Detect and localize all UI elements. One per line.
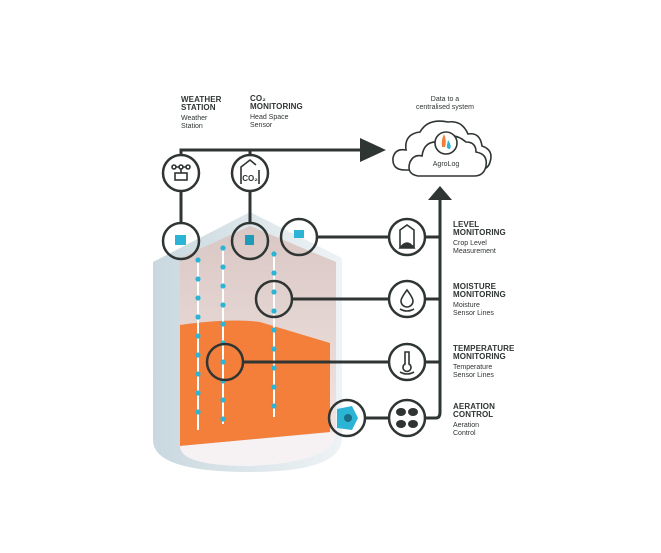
sensor-node <box>195 295 201 301</box>
sensor-node <box>220 302 226 308</box>
sensor-node <box>271 327 277 333</box>
weather-sensor-icon <box>175 235 186 245</box>
sensor-node <box>271 251 277 257</box>
sensor-node <box>195 390 201 396</box>
sensor-node <box>271 270 277 276</box>
sensor-node <box>220 264 226 270</box>
grain-fill <box>180 320 330 446</box>
sensor-node <box>195 257 201 263</box>
co2-sensor-icon <box>245 235 254 245</box>
moisture-monitoring-icon <box>387 279 427 319</box>
aeration-fan-icon <box>387 398 427 438</box>
agrolog-logo <box>441 134 446 147</box>
agrolog-logo-text: AgroLog <box>433 161 460 168</box>
level-sensor-icon <box>294 230 304 238</box>
connection-lines <box>179 148 442 420</box>
sensor-node <box>220 245 226 251</box>
sensor-node <box>195 333 201 339</box>
sensor-node <box>271 289 277 295</box>
silo-cutaway <box>153 212 342 472</box>
sensor-node <box>220 359 226 365</box>
sensor-node <box>220 321 226 327</box>
sensor-node <box>271 365 277 371</box>
sensor-node <box>195 314 201 320</box>
sensor-node <box>220 416 226 422</box>
sensor-node <box>220 283 226 289</box>
sensor-node <box>195 409 201 415</box>
arrow-right-icon <box>360 138 386 162</box>
sensor-node <box>195 276 201 282</box>
sensor-lines <box>195 245 277 430</box>
sensor-node <box>271 346 277 352</box>
temperature-monitoring-icon <box>387 342 427 382</box>
sensor-node <box>271 384 277 390</box>
sensor-node <box>220 397 226 403</box>
sensor-highlight-circles <box>161 217 367 438</box>
co2-icon-text: CO₂ <box>242 174 258 183</box>
level-monitoring-icon <box>387 217 427 257</box>
sensor-node <box>271 308 277 314</box>
arrow-up-icon <box>428 186 452 200</box>
sensor-node <box>195 352 201 358</box>
sensor-node <box>195 371 201 377</box>
sensor-node <box>271 403 277 409</box>
